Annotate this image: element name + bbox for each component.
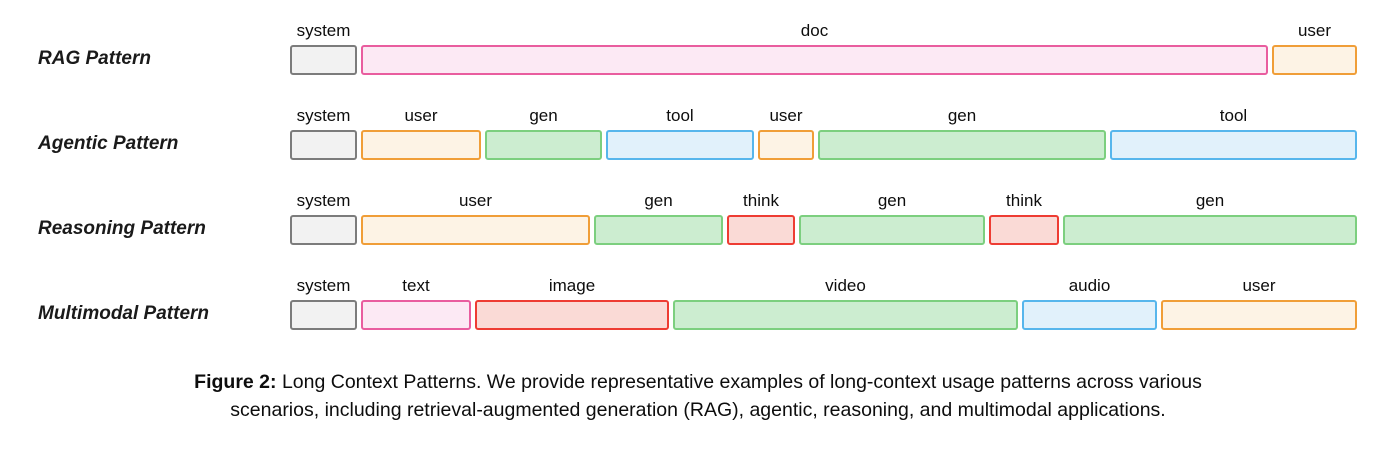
segment-doc: doc (361, 20, 1268, 75)
caption-line-2: scenarios, including retrieval-augmented… (230, 399, 1166, 421)
segment-box-user (361, 130, 481, 160)
segment-label: system (296, 276, 351, 295)
pattern-bar: system text image video audio user (290, 275, 1357, 330)
segment-system: system (290, 105, 357, 160)
caption-text-1: Long Context Patterns. We provide repres… (281, 371, 1202, 393)
segment-label: gen (877, 191, 907, 210)
segment-text: text (361, 275, 471, 330)
segment-box-gen (799, 215, 985, 245)
pattern-bar: system user gen think gen think gen (290, 190, 1357, 245)
segment-label: user (458, 191, 493, 210)
segment-tool: tool (1110, 105, 1357, 160)
pattern-row: RAG Pattern system doc user (0, 20, 1396, 75)
segment-label: think (1006, 191, 1042, 210)
segment-box-gen (485, 130, 602, 160)
segment-label: video (825, 276, 866, 295)
segment-box-gen (1063, 215, 1357, 245)
segment-tool: tool (606, 105, 754, 160)
segment-box-doc (361, 45, 1268, 75)
segment-label: system (296, 191, 351, 210)
segment-image: image (475, 275, 669, 330)
segment-user: user (361, 190, 590, 245)
segment-label: gen (644, 191, 673, 210)
segment-label: gen (1195, 191, 1225, 210)
caption-line-1: Figure 2: Long Context Patterns. We prov… (0, 368, 1396, 396)
segment-label: user (1242, 276, 1276, 295)
segment-label: text (402, 276, 430, 295)
segment-label: doc (800, 21, 829, 40)
row-label: RAG Pattern (38, 48, 151, 69)
row-label: Multimodal Pattern (38, 303, 210, 324)
figure-caption: Figure 2: Long Context Patterns. We prov… (0, 368, 1396, 424)
segment-label: tool (666, 106, 694, 125)
segment-label: system (296, 21, 351, 40)
segment-box-gen (818, 130, 1106, 160)
segment-gen: gen (594, 190, 723, 245)
segment-box-system (290, 300, 357, 330)
segment-user: user (758, 105, 814, 160)
segment-gen: gen (485, 105, 602, 160)
segment-box-user (1161, 300, 1357, 330)
segment-box-gen (594, 215, 723, 245)
pattern-bar: system doc user (290, 20, 1357, 75)
segment-think: think (727, 190, 795, 245)
segment-label: user (404, 106, 438, 125)
segment-label: user (769, 106, 803, 125)
segment-label: image (548, 276, 596, 295)
segment-label: gen (529, 106, 558, 125)
segment-box-audio (1022, 300, 1157, 330)
segment-video: video (673, 275, 1018, 330)
segment-box-user (1272, 45, 1357, 75)
caption-figure-label: Figure 2: (194, 371, 277, 393)
segment-label: user (1297, 21, 1332, 40)
row-label: Reasoning Pattern (38, 218, 206, 239)
segment-label: think (743, 191, 779, 210)
segment-box-think (727, 215, 795, 245)
segment-box-user (361, 215, 590, 245)
segment-gen: gen (1063, 190, 1357, 245)
segment-box-text (361, 300, 471, 330)
segment-box-system (290, 45, 357, 75)
segment-user: user (1161, 275, 1357, 330)
pattern-row: Reasoning Pattern system user gen think gen th… (0, 190, 1396, 245)
segment-label: system (296, 106, 351, 125)
pattern-row: Multimodal Pattern system text image video au… (0, 275, 1396, 330)
segment-system: system (290, 20, 357, 75)
segment-box-system (290, 130, 357, 160)
segment-box-image (475, 300, 669, 330)
segment-user: user (361, 105, 481, 160)
segment-box-tool (606, 130, 754, 160)
segment-box-video (673, 300, 1018, 330)
segment-gen: gen (818, 105, 1106, 160)
segment-box-user (758, 130, 814, 160)
segment-box-think (989, 215, 1059, 245)
segment-box-system (290, 215, 357, 245)
segment-label: gen (947, 106, 977, 125)
segment-think: think (989, 190, 1059, 245)
segment-system: system (290, 190, 357, 245)
segment-audio: audio (1022, 275, 1157, 330)
pattern-row: Agentic Pattern system user gen tool user gen t… (0, 105, 1396, 160)
segment-gen: gen (799, 190, 985, 245)
segment-user: user (1272, 20, 1357, 75)
row-label: Agentic Pattern (38, 133, 179, 154)
pattern-bar: system user gen tool user gen tool (290, 105, 1357, 160)
segment-label: audio (1068, 276, 1111, 295)
segment-label: tool (1219, 106, 1248, 125)
segment-system: system (290, 275, 357, 330)
segment-box-tool (1110, 130, 1357, 160)
